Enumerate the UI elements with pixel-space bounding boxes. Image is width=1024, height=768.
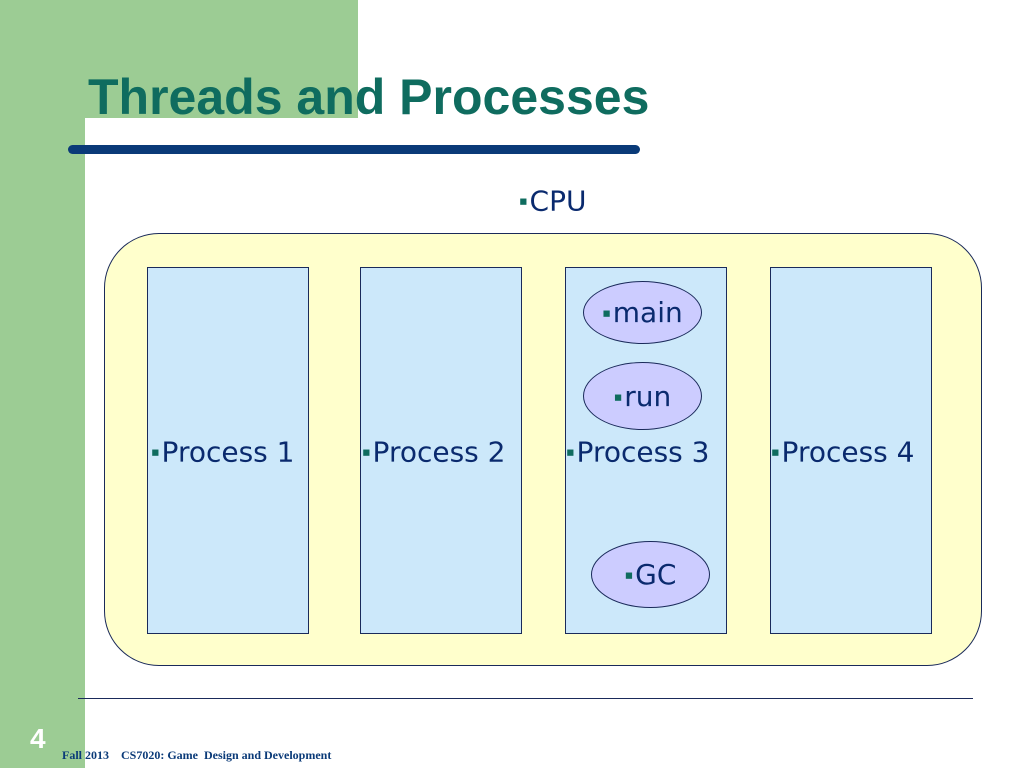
process-2-box xyxy=(360,267,522,634)
sidebar-green-band xyxy=(0,0,85,768)
cpu-label-text: CPU xyxy=(529,184,587,218)
slide-title: Threads and Processes xyxy=(88,69,650,125)
process-4-box xyxy=(770,267,932,634)
process-1-label: ▪Process 1 xyxy=(151,434,294,471)
bullet-icon: ▪ xyxy=(613,388,623,404)
bullet-icon: ▪ xyxy=(771,444,780,459)
bullet-icon: ▪ xyxy=(602,305,611,320)
slide-number: 4 xyxy=(30,723,46,754)
bullet-icon: ▪ xyxy=(519,193,528,208)
bullet-icon: ▪ xyxy=(362,444,371,459)
process-1-box xyxy=(147,267,309,634)
process-4-label-text: Process 4 xyxy=(781,435,915,469)
header-green-block xyxy=(85,0,358,118)
thread-gc: ▪GC xyxy=(591,541,710,608)
process-3-label: ▪Process 3 xyxy=(566,434,709,471)
process-3-label-text: Process 3 xyxy=(576,435,710,469)
thread-main-label: main xyxy=(612,296,683,329)
process-4-label: ▪Process 4 xyxy=(771,434,914,471)
cpu-label: ▪CPU xyxy=(519,183,586,220)
footer-text: Fall 2013 CS7020: Game Design and Develo… xyxy=(62,748,332,762)
process-2-label-text: Process 2 xyxy=(372,435,506,469)
thread-run: ▪run xyxy=(583,362,702,430)
bullet-icon: ▪ xyxy=(624,567,634,582)
process-1-label-text: Process 1 xyxy=(161,435,295,469)
thread-run-label: run xyxy=(624,379,672,413)
thread-gc-label: GC xyxy=(635,558,677,591)
process-2-label: ▪Process 2 xyxy=(362,434,505,471)
title-underline xyxy=(68,145,640,154)
bullet-icon: ▪ xyxy=(151,444,160,459)
footer-divider xyxy=(78,698,973,699)
bullet-icon: ▪ xyxy=(566,444,575,459)
thread-main: ▪main xyxy=(583,281,702,344)
